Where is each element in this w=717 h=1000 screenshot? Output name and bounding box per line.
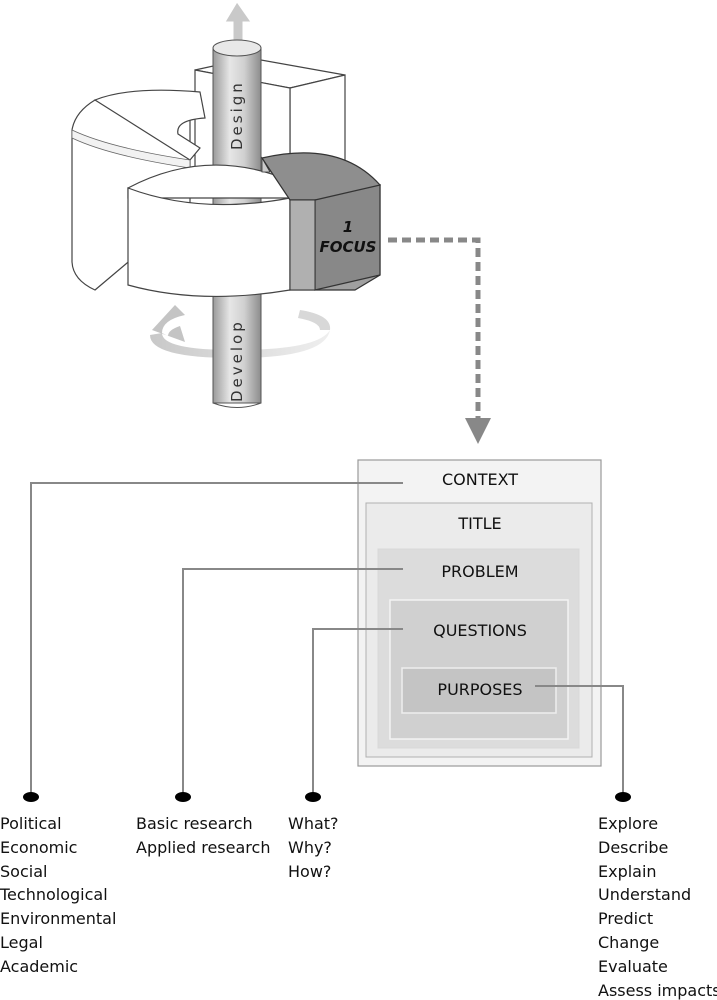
purposes-list-item: Evaluate bbox=[598, 956, 668, 976]
purposes-list-item: Understand bbox=[598, 885, 692, 905]
purposes-list-item: Assess impacts bbox=[598, 980, 717, 1000]
context-list-item: Political bbox=[0, 814, 62, 833]
questions-list-item: How? bbox=[288, 861, 332, 881]
context-list-item: Legal bbox=[0, 932, 43, 952]
questions-connector bbox=[312, 628, 403, 795]
arrow-head-icon bbox=[465, 418, 491, 444]
dashed-arrow bbox=[388, 237, 491, 444]
purposes-endpoint-icon bbox=[615, 792, 631, 802]
context-list-item: Academic bbox=[0, 956, 79, 976]
questions-list-item: What? bbox=[288, 814, 339, 833]
purposes-list-item: Explain bbox=[598, 861, 657, 881]
purposes-label: PURPOSES bbox=[437, 680, 522, 699]
questions-label: QUESTIONS bbox=[433, 621, 527, 640]
purposes-box bbox=[401, 667, 557, 714]
rotation-arrow-icon bbox=[150, 305, 331, 358]
context-list-item: Technological bbox=[0, 885, 108, 905]
questions-list-item: Why? bbox=[288, 837, 332, 857]
focus-segment bbox=[261, 152, 381, 291]
pillar-bottom-label: Develop bbox=[228, 319, 246, 402]
problem-label: PROBLEM bbox=[441, 562, 518, 581]
context-list-item: Social bbox=[0, 861, 48, 881]
pillar-top-label: Design bbox=[228, 80, 246, 150]
purposes-list-item: Describe bbox=[598, 837, 669, 857]
segment-number: 1 bbox=[343, 218, 353, 236]
context-list-item: Economic bbox=[0, 837, 78, 857]
purposes-list-item: Change bbox=[598, 932, 660, 952]
problem-list-item: Basic research bbox=[136, 814, 253, 833]
context-endpoint-icon bbox=[23, 792, 39, 802]
segment-front bbox=[127, 164, 292, 297]
questions-endpoint-icon bbox=[305, 792, 321, 802]
purposes-connector bbox=[535, 685, 624, 795]
problem-endpoint-icon bbox=[175, 792, 191, 802]
context-connector bbox=[30, 482, 403, 795]
problem-list-item: Applied research bbox=[136, 837, 271, 857]
purposes-list-item: Predict bbox=[598, 909, 654, 929]
up-arrow-icon bbox=[224, 1, 252, 45]
context-list-item: Environmental bbox=[0, 909, 117, 929]
segment-label: FOCUS bbox=[320, 238, 377, 256]
questions-list: What? Why? How? bbox=[288, 812, 339, 883]
title-label: TITLE bbox=[457, 514, 501, 533]
problem-connector bbox=[182, 568, 403, 795]
purposes-list-item: Explore bbox=[598, 814, 659, 833]
context-label: CONTEXT bbox=[442, 470, 518, 489]
